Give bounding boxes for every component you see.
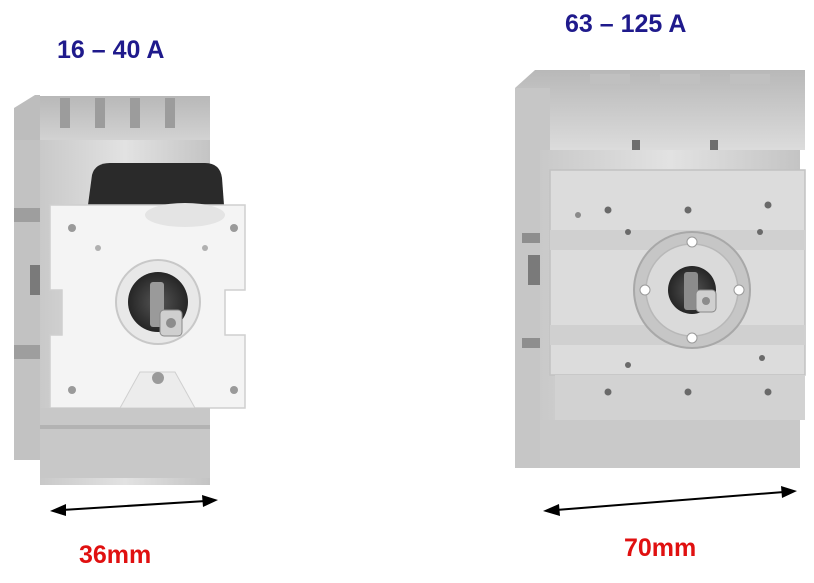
rating-label-large: 63 – 125 A [565, 10, 687, 38]
switch-small [14, 95, 246, 485]
width-label-large: 70mm [624, 534, 697, 562]
dimension-arrow-large [543, 486, 797, 516]
rating-label-small: 16 – 40 A [57, 36, 165, 64]
dimension-arrow-small [50, 495, 218, 516]
width-label-small: 36mm [79, 541, 152, 569]
switch-large [515, 70, 806, 468]
